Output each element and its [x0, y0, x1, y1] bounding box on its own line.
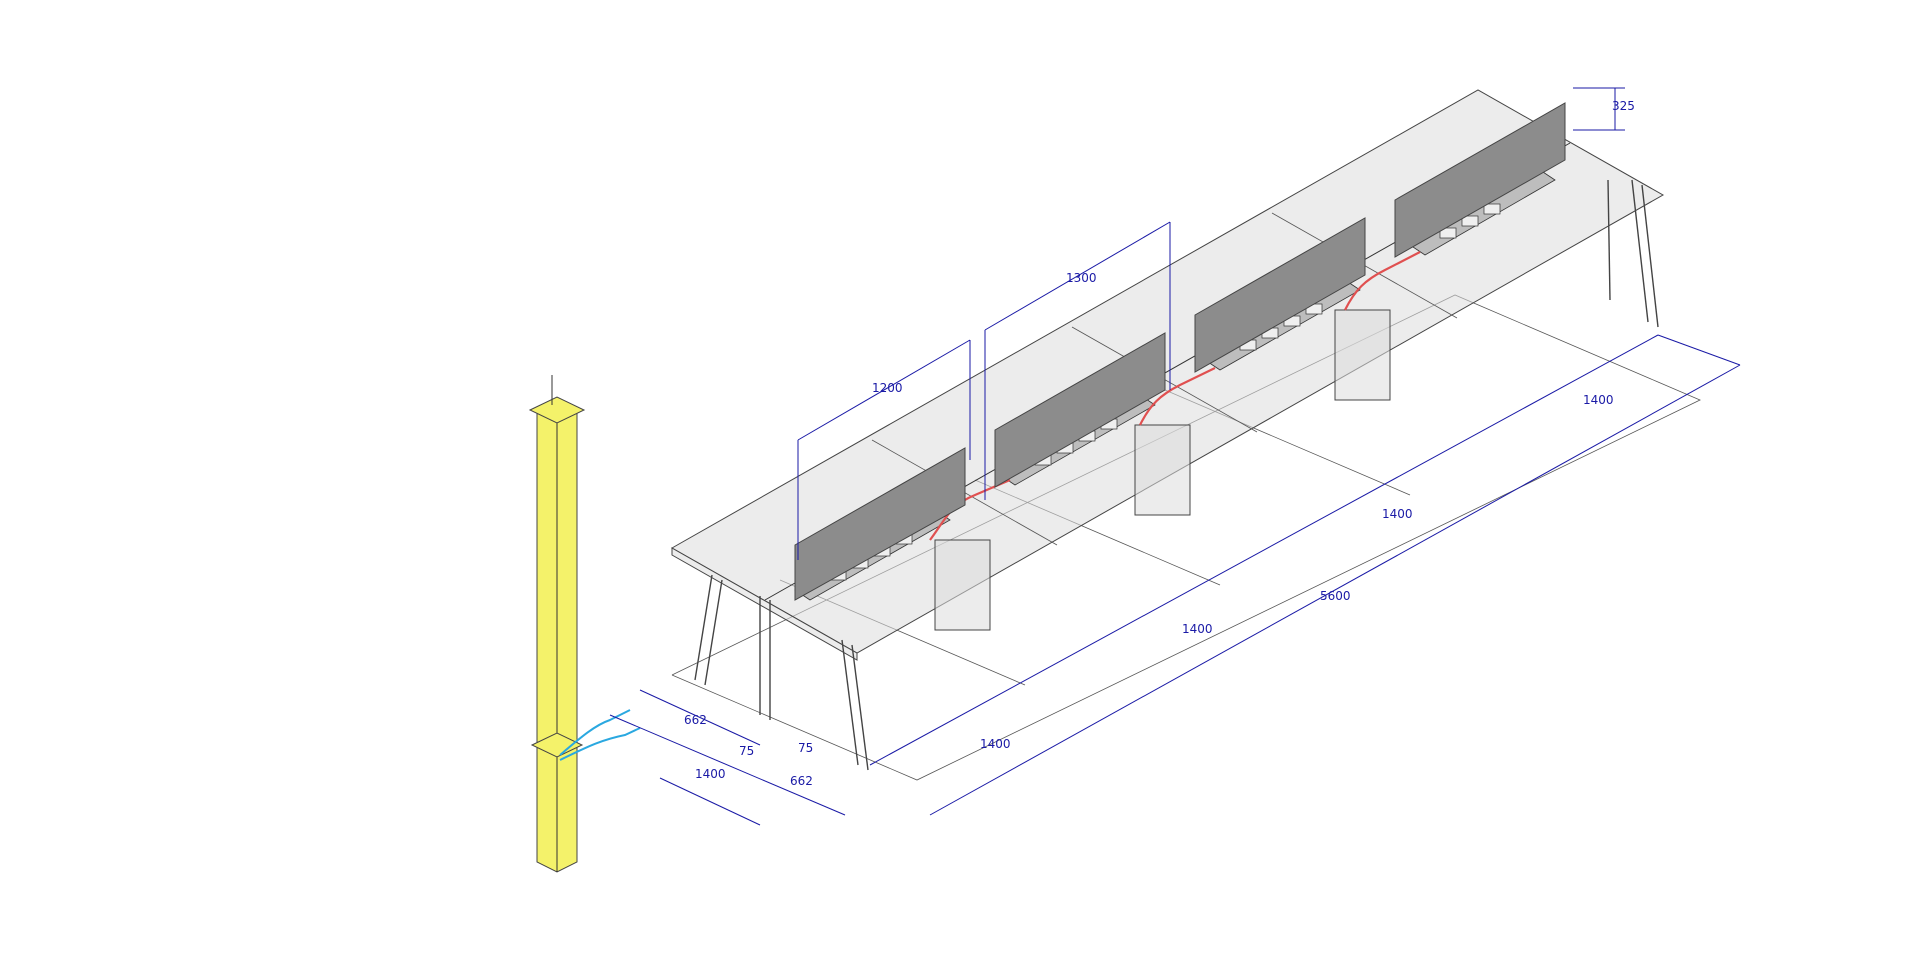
feed-cable — [559, 709, 641, 761]
dim-gap-a: 75 — [739, 744, 754, 758]
power-pillar — [528, 375, 586, 873]
dim-half-depth-a: 662 — [684, 713, 707, 727]
desk-legs — [694, 179, 1659, 771]
dim-gap-b: 75 — [798, 741, 813, 755]
dim-half-depth-b: 662 — [790, 774, 813, 788]
dim-total-length: 5600 — [1320, 589, 1351, 603]
dim-module-b: 1400 — [1382, 507, 1413, 521]
dim-screen-height: 325 — [1612, 99, 1635, 113]
modesty-panels — [934, 309, 1391, 631]
dimension-labels: 325 1300 1200 1400 1400 5600 1400 1400 6… — [684, 99, 1635, 788]
dimension-lines — [609, 87, 1741, 826]
dim-module-a: 1400 — [1583, 393, 1614, 407]
dim-depth-total: 1400 — [695, 767, 726, 781]
dim-span-1200: 1200 — [872, 381, 903, 395]
dim-span-1300: 1300 — [1066, 271, 1097, 285]
dim-module-d: 1400 — [980, 737, 1011, 751]
privacy-screens — [794, 102, 1566, 601]
dim-module-c: 1400 — [1182, 622, 1213, 636]
